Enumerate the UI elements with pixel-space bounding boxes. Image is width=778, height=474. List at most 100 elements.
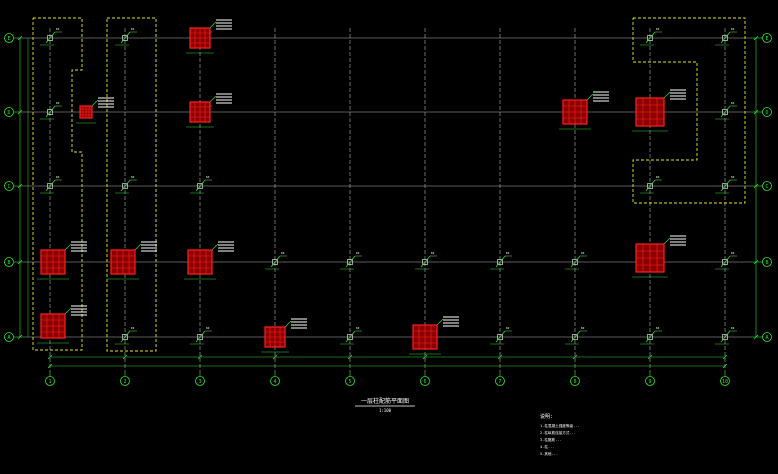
row-axis-bubble [762,332,772,342]
column-leader [195,330,206,343]
row-axis-label: E [765,36,768,42]
small-column [572,259,578,265]
column-leader [720,31,731,44]
row-axis-label: B [7,260,10,266]
dim-tick [17,334,23,340]
col-axis-label: 8 [573,379,576,385]
column-leader [284,320,292,328]
plan-title: 一层柱配筋平面图 [361,397,409,405]
column-leader [720,330,731,343]
row-axis-bubble [4,257,14,267]
small-column [572,334,578,340]
column-tag: KZ [506,326,510,330]
col-axis-label: 10 [722,379,728,385]
column-leader [663,237,671,245]
col-axis-bubble [270,376,280,386]
row-axis-label: D [7,110,10,116]
column-leader [345,330,356,343]
dim-tick [17,35,23,41]
dim-tick [753,183,759,189]
column-tag: KZ [131,27,135,31]
small-column [47,183,53,189]
zone-outline-second [106,17,157,352]
column-leader [420,255,431,268]
dim-tick [722,363,728,369]
row-axis-bubble [762,257,772,267]
small-column [47,109,53,115]
dim-tick [753,35,759,41]
column-leader [270,255,281,268]
notes-line-5: 5.其他... [540,451,558,456]
col-axis-label: 3 [198,379,201,385]
dim-tick [47,354,53,360]
zone-outline-left [32,17,83,351]
row-axis-bubble [4,107,14,117]
dim-tick [122,354,128,360]
dim-tick [753,334,759,340]
yellow-zone-outlines [32,17,746,352]
column-leader [45,105,56,118]
column-leader [45,31,56,44]
column-leader [120,31,131,44]
small-column [722,259,728,265]
plan-subtitle: 1:100 [379,408,392,413]
column-tag: KZ [131,326,135,330]
column-tag: KZ [431,251,435,255]
column-leader [211,243,219,251]
column-leader [645,31,656,44]
column-leader [570,330,581,343]
column-tag: KZ [731,101,735,105]
small-column [722,183,728,189]
column-leader [436,318,444,326]
column-leader [91,99,99,107]
small-column [497,334,503,340]
column-tag: KZ [581,326,585,330]
small-column [647,183,653,189]
column-tag: KZ [206,326,210,330]
row-axis-label: B [765,260,768,266]
dim-tick [422,354,428,360]
column-leader [209,95,217,103]
row-axis-bubble [4,33,14,43]
column-leader [209,21,217,29]
column-leader [720,255,731,268]
dimension-lines [17,35,759,369]
column-leader [495,330,506,343]
column-leader [570,255,581,268]
row-axis-label: A [7,335,10,341]
column-tag: KZ [56,101,60,105]
column-leader [720,105,731,118]
reinforced-columns [37,19,686,355]
row-axis-label: A [765,335,768,341]
column-leader [720,179,731,192]
row-axis-label: D [765,110,768,116]
dim-tick [47,363,53,369]
small-column [497,259,503,265]
row-axis-bubble [762,33,772,43]
small-column [197,183,203,189]
col-axis-label: 2 [123,379,126,385]
col-axis-bubble [645,376,655,386]
col-axis-bubble [495,376,505,386]
dim-tick [17,183,23,189]
column-leader [120,330,131,343]
dim-tick [722,354,728,360]
dim-tick [753,109,759,115]
dim-tick [17,109,23,115]
notes-heading: 说明: [540,413,553,420]
small-column [722,334,728,340]
column-leader [645,330,656,343]
column-tag: KZ [131,175,135,179]
row-axis-bubble [762,181,772,191]
grid-lines [20,28,752,372]
row-axis-bubble [4,332,14,342]
column-leader [663,91,671,99]
column-leader [120,179,131,192]
dim-tick [647,354,653,360]
column-tag: KZ [731,326,735,330]
notes-line-3: 3.柱箍筋... [540,437,562,442]
column-leader [345,255,356,268]
